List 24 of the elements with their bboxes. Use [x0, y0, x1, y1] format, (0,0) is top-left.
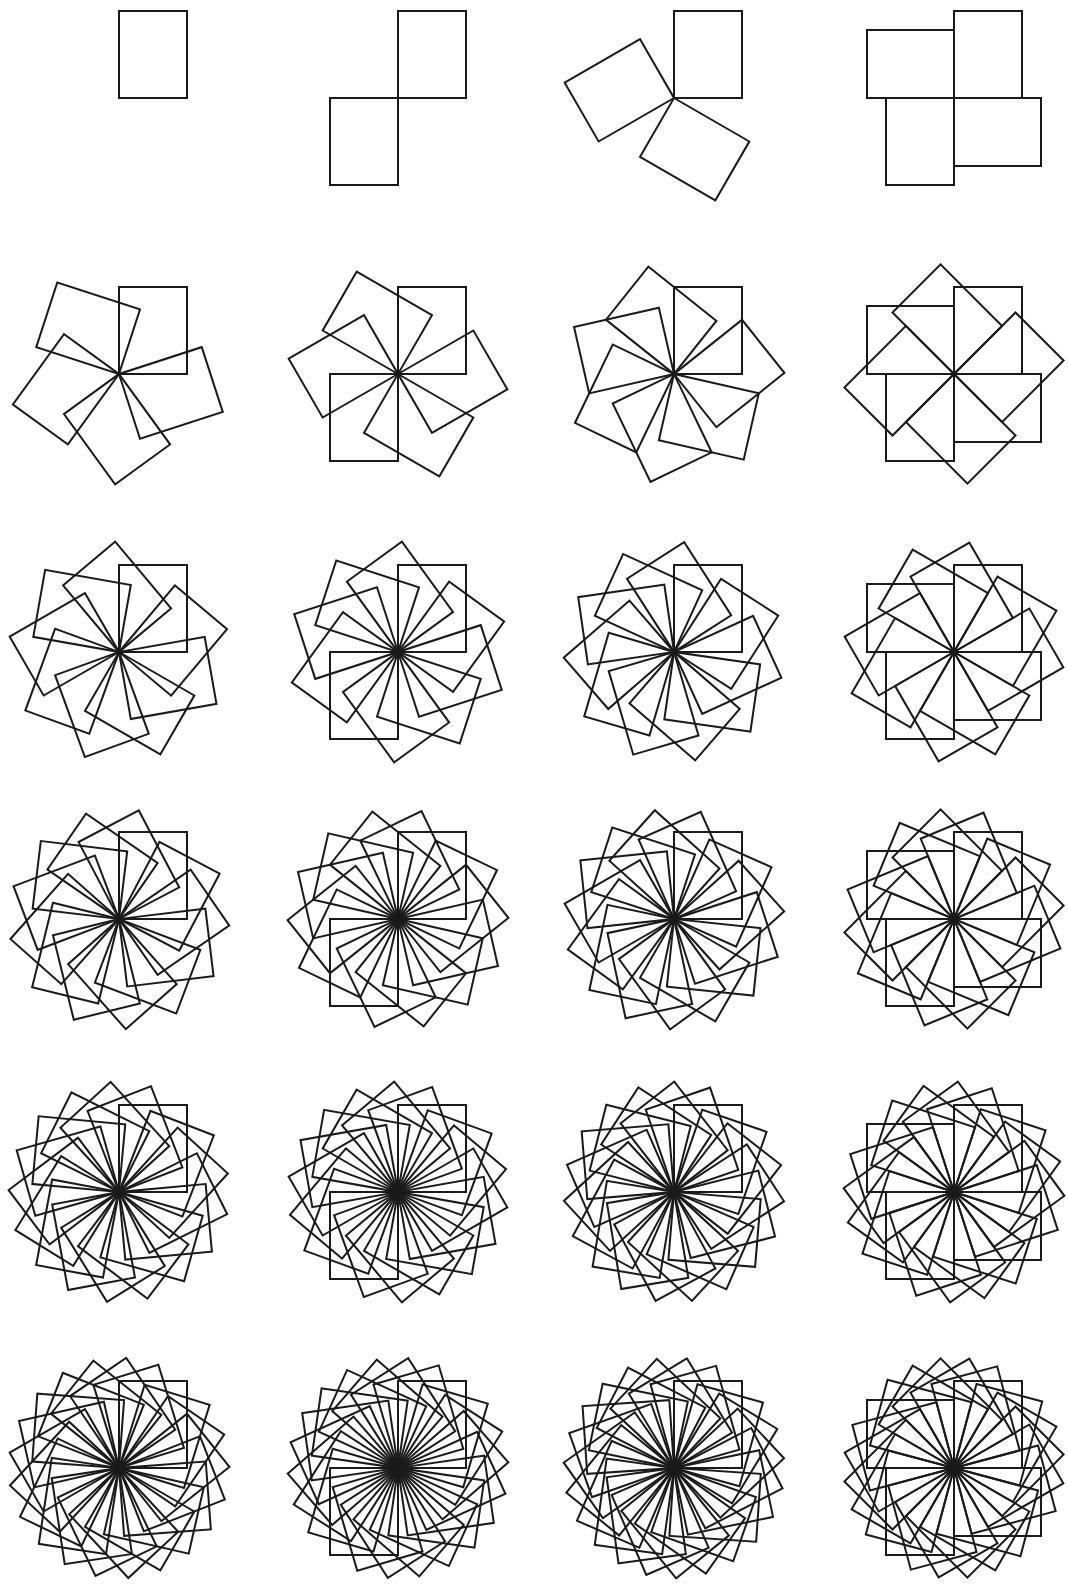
rosette-drawing: [563, 808, 786, 1031]
rosette-drawing: [843, 541, 1065, 763]
rosette-drawing: [8, 1356, 231, 1580]
rectangle-outline: [118, 10, 188, 99]
rosette-drawing: [287, 1080, 509, 1304]
rosette-drawing: [572, 265, 786, 484]
rosette-drawing: [562, 1356, 786, 1580]
rosette-drawing: [843, 808, 1065, 1030]
rosette-drawing: [287, 270, 509, 478]
rosette-drawing: [8, 540, 229, 759]
rosette-drawing: [562, 540, 783, 762]
rosette-drawing: [290, 540, 506, 764]
rosette-drawing: [866, 10, 1042, 186]
rosette-drawing: [286, 809, 510, 1029]
rosette-drawing: [563, 10, 751, 202]
rosette-drawing: [9, 809, 231, 1031]
rosette-drawing: [11, 281, 225, 486]
rosette-drawing: [843, 263, 1065, 485]
rosette-drawing: [7, 1080, 230, 1304]
rosette-drawing: [329, 10, 467, 186]
rosette-drawing: [562, 1080, 786, 1303]
rosette-drawing: [843, 1357, 1065, 1579]
rosette-drawing: [842, 1080, 1066, 1304]
rosette-drawing: [286, 1356, 510, 1580]
